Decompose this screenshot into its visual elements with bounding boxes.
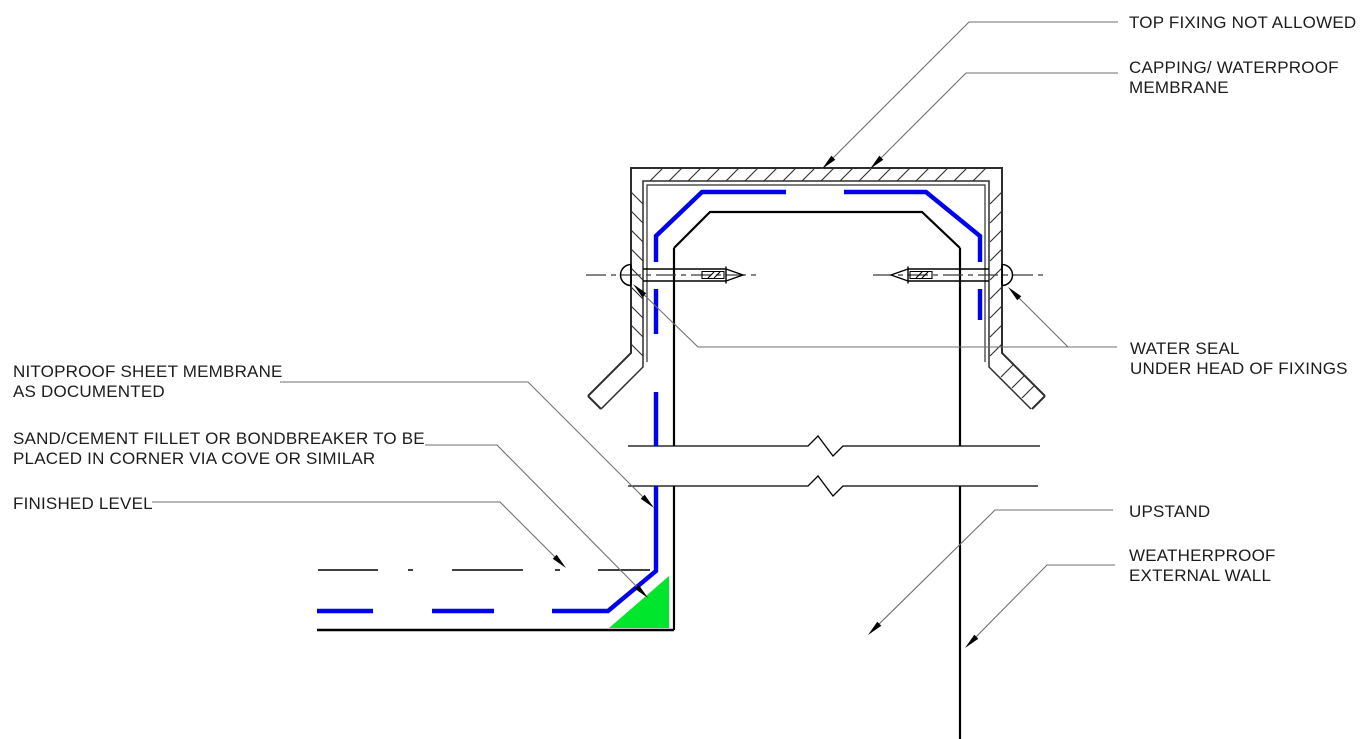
wall-top-profile: [673, 210, 961, 249]
leader-finished-level: [152, 501, 565, 567]
leader-lines: [152, 21, 1118, 647]
leader-fillet: [425, 444, 647, 597]
leader-water-seal: [636, 287, 1117, 348]
label-finished-level: FINISHED LEVEL: [13, 494, 153, 513]
label-capping-line2: MEMBRANE: [1129, 78, 1229, 97]
bolt-head: [619, 263, 632, 287]
label-membrane-line1: NITOPROOF SHEET MEMBRANE: [13, 362, 283, 381]
leader-top-fixing: [821, 21, 1118, 170]
capping-hatch-right: [989, 191, 1003, 357]
arrow-top-fixing: [822, 155, 836, 169]
leader-external-wall: [966, 564, 1115, 647]
label-membrane-line2: AS DOCUMENTED: [13, 382, 165, 401]
bolt-body: [888, 266, 989, 284]
capping-inner-outline: [600, 180, 1032, 410]
membrane-corner: [552, 486, 659, 614]
label-water-seal-line1: WATER SEAL: [1130, 339, 1240, 358]
leader-arrowheads: [552, 155, 1022, 648]
bolt-anchor-detail: [909, 270, 933, 280]
arrow-capping: [870, 155, 884, 169]
membrane-capping-right: [844, 189, 983, 262]
arrow-water-seal-left: [633, 284, 647, 298]
leader-capping: [869, 72, 1118, 170]
label-top-fixing: TOP FIXING NOT ALLOWED: [1129, 13, 1356, 32]
upstand-wall: [672, 210, 962, 739]
label-external-wall-line2: EXTERNAL WALL: [1129, 566, 1271, 585]
arrow-finished-level: [552, 554, 566, 568]
bolt-head: [1001, 263, 1014, 287]
fillet-triangle: [609, 576, 669, 628]
arrow-fillet: [634, 584, 648, 598]
fixing-bolt-left: [586, 263, 757, 287]
capping-hatch-top: [649, 167, 987, 182]
membrane-capping-left: [653, 189, 786, 262]
leader-upstand: [869, 509, 1113, 634]
label-upstand: UPSTAND: [1129, 502, 1210, 521]
arrow-external-wall: [965, 634, 979, 648]
break-line-lower: [628, 475, 1038, 497]
break-lines: [628, 435, 1040, 497]
label-capping-line1: CAPPING/ WATERPROOF: [1129, 58, 1339, 77]
capping: [587, 167, 1046, 410]
label-fillet-line2: PLACED IN CORNER VIA COVE OR SIMILAR: [13, 449, 375, 468]
membrane-line: [317, 189, 983, 614]
label-external-wall-line1: WEATHERPROOF: [1129, 546, 1276, 565]
arrow-upstand: [868, 621, 882, 635]
callout-labels: TOP FIXING NOT ALLOWED CAPPING/ WATERPRO…: [13, 13, 1356, 585]
capping-outer-outline: [587, 167, 1046, 410]
label-fillet-line1: SAND/CEMENT FILLET OR BONDBREAKER TO BE: [13, 429, 425, 448]
fixing-bolt-right: [873, 263, 1043, 287]
arrow-water-seal-right: [1008, 287, 1022, 301]
bolt-body: [643, 266, 746, 284]
bolt-anchor-detail: [701, 270, 725, 280]
leader-membrane: [280, 381, 653, 507]
capping-hatch-right-flare: [1000, 363, 1036, 399]
capping-inner-fold-line: [646, 184, 986, 362]
break-line-upper: [628, 435, 1040, 457]
capping-hatch-left: [630, 191, 644, 357]
label-water-seal-line2: UNDER HEAD OF FIXINGS: [1130, 359, 1348, 378]
arrow-membrane: [640, 494, 654, 508]
